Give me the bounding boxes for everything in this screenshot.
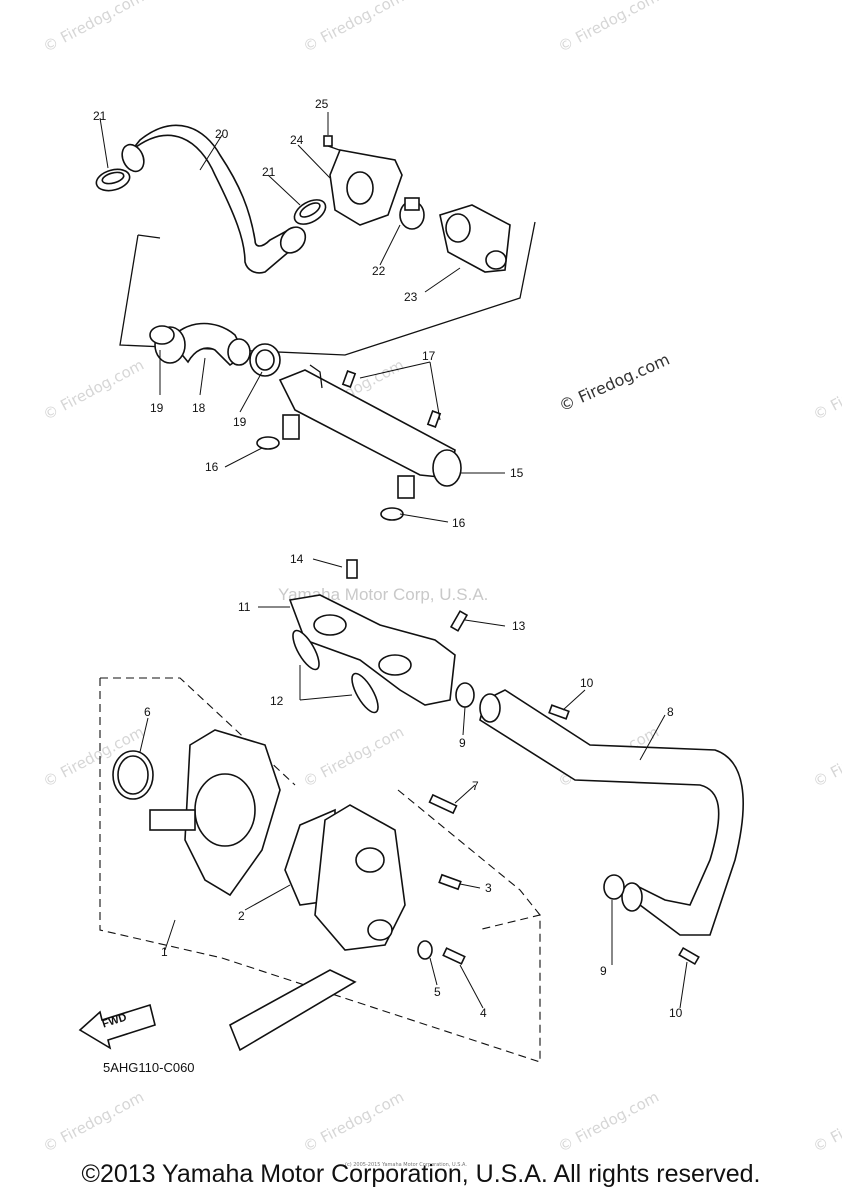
callout-19-left: 19 [150,401,164,415]
callout-20: 20 [215,127,229,141]
callout-7: 7 [472,779,479,793]
callout-16-left: 16 [205,460,219,474]
callout-13: 13 [512,619,526,633]
callout-24: 24 [290,133,304,147]
callout-3: 3 [485,881,492,895]
callout-12: 12 [270,694,284,708]
callout-19-right: 19 [233,415,247,429]
tiny-notice: (c) 2005-2015 Yamaha Motor Corporation, … [345,1162,467,1168]
callout-4: 4 [480,1006,487,1020]
callout-15: 15 [510,466,524,480]
callout-18: 18 [192,401,206,415]
callout-22: 22 [372,264,386,278]
callout-17: 17 [422,349,436,363]
callout-10-lower: 10 [669,1006,683,1020]
callout-11: 11 [238,600,251,614]
callout-21-right: 21 [262,165,276,179]
fwd-arrow [78,1003,156,1050]
diagram-code: 5AHG110-C060 [103,1060,195,1075]
callout-25: 25 [315,97,329,111]
callout-23: 23 [404,290,418,304]
callout-8: 8 [667,705,674,719]
callout-9-upper: 9 [459,736,466,750]
callout-6: 6 [144,705,151,719]
callout-16-right: 16 [452,516,466,530]
callout-2: 2 [238,909,245,923]
callout-1: 1 [161,945,168,959]
callout-9-lower: 9 [600,964,607,978]
watermark-center: Yamaha Motor Corp, U.S.A. [278,585,489,604]
callout-21-left: 21 [93,109,107,123]
copyright-footer: ©2013 Yamaha Motor Corporation, U.S.A. A… [81,1160,761,1188]
hose-20 [121,124,307,274]
callout-5: 5 [434,985,441,999]
callout-14: 14 [290,552,304,566]
callout-10-upper: 10 [580,676,594,690]
